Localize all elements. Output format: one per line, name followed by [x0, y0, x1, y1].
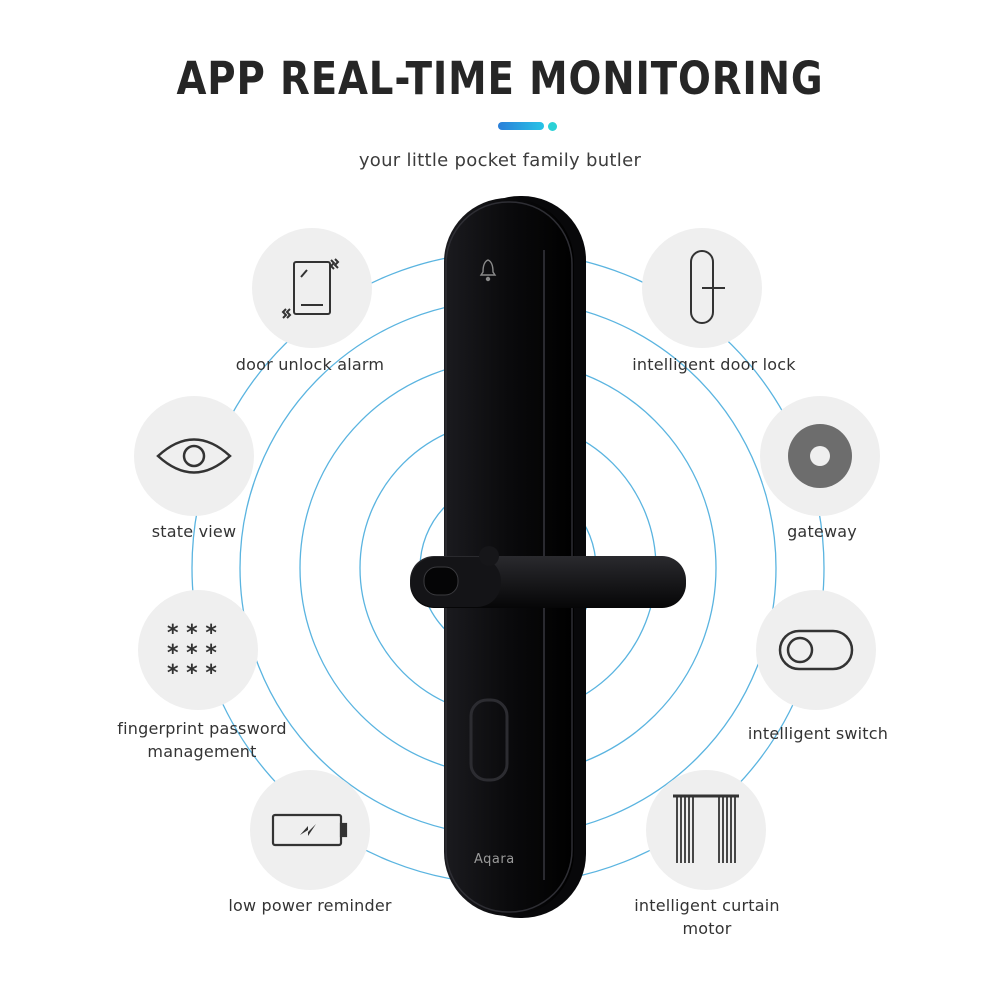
feature-low-power-reminder — [250, 770, 370, 890]
page-subtitle: your little pocket family butler — [358, 150, 642, 171]
feature-label: intelligent switch — [747, 724, 889, 743]
accent-dot — [548, 122, 557, 131]
eye-icon — [156, 438, 232, 474]
svg-text:* * *: * * * — [167, 641, 217, 666]
brand-logo: Aqara — [474, 852, 515, 867]
gateway-icon — [788, 424, 852, 488]
feature-label: intelligent door lock — [632, 355, 796, 374]
feature-label: gateway — [787, 522, 857, 541]
bell-icon — [479, 259, 497, 282]
toggle-switch-icon — [778, 629, 854, 671]
feature-intelligent-door-lock — [642, 228, 762, 348]
feature-label: door unlock alarm — [235, 355, 385, 374]
password-asterisks-icon: * * * * * * * * * — [167, 621, 217, 680]
svg-text:* * *: * * * — [167, 661, 217, 680]
page-title: APP REAL-TIME MONITORING — [176, 52, 824, 105]
feature-label: state view — [151, 522, 237, 541]
feature-door-unlock-alarm — [252, 228, 372, 348]
feature-state-view — [134, 396, 254, 516]
svg-text:* * *: * * * — [167, 621, 217, 646]
feature-label: intelligent curtain motor — [634, 896, 780, 938]
door-lock-icon — [690, 250, 725, 324]
curtain-icon — [673, 794, 739, 863]
feature-intelligent-switch — [756, 590, 876, 710]
low-battery-icon — [271, 813, 348, 847]
feature-label: low power reminder — [228, 896, 392, 915]
feature-intelligent-curtain-motor — [646, 770, 766, 890]
feature-fingerprint-password-management: * * * * * * * * * — [138, 590, 258, 710]
feature-gateway — [760, 396, 880, 516]
door-alarm-icon — [281, 258, 340, 319]
feature-label: fingerprint password management — [117, 719, 287, 761]
accent-bar — [498, 122, 544, 130]
